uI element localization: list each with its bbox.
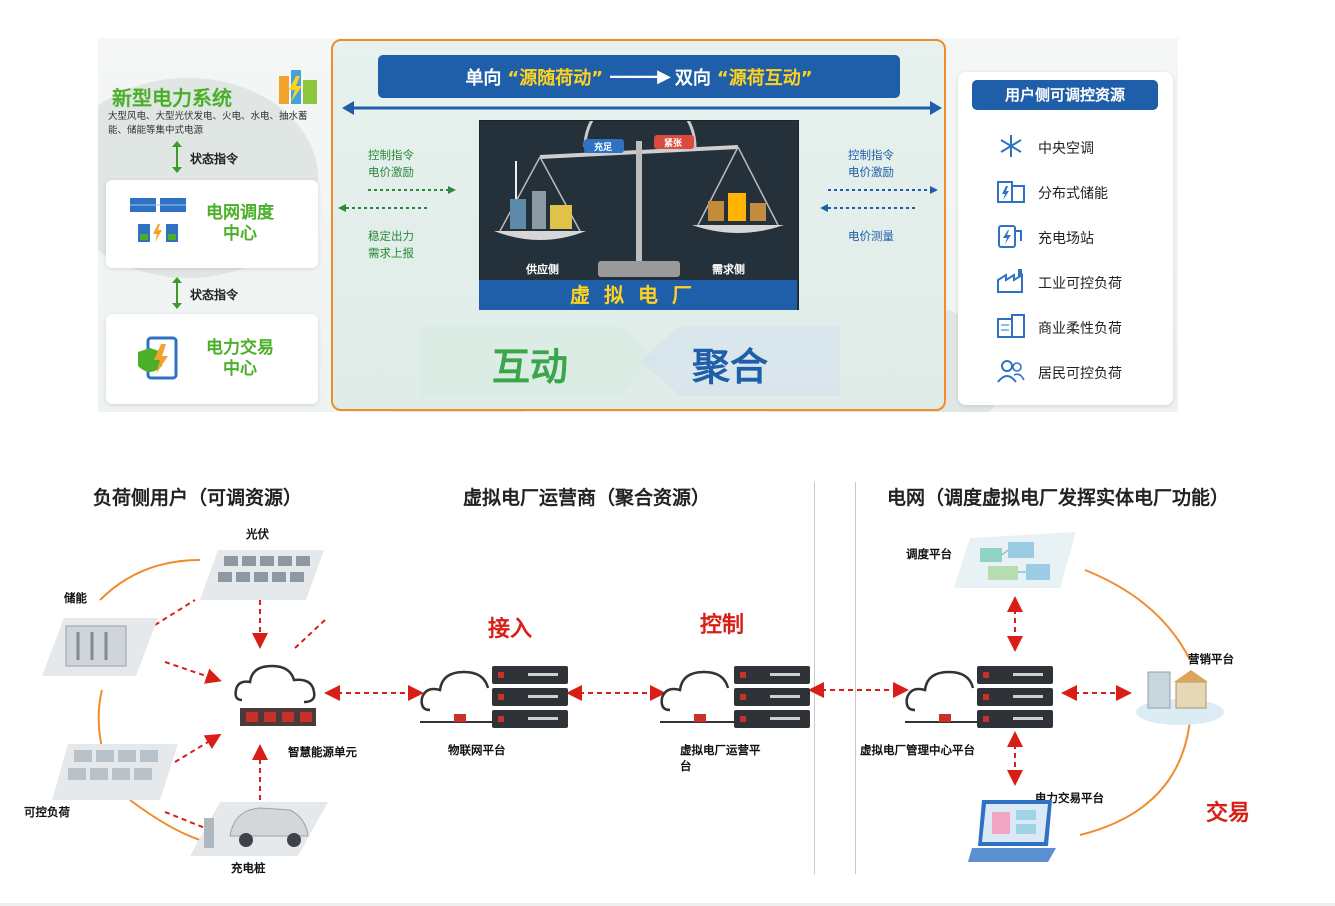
power-plant-icon	[279, 70, 317, 104]
state-cmd-arrow-1	[172, 141, 182, 173]
load-side-section-title: 负荷侧用户（可调资源）	[93, 487, 303, 509]
mode-banner: 单向 “源随荷动” ———▶ 双向 “源荷互动”	[378, 55, 900, 98]
banner-to-prefix: 双向	[674, 67, 711, 89]
vpp-management-label: 虚拟电厂管理中心平台	[860, 743, 975, 757]
resource-item-label: 工业可控负荷	[1038, 276, 1122, 292]
supply-side-label: 供应侧	[526, 263, 559, 276]
shield-bolt-icon	[138, 336, 178, 380]
bottom-border	[0, 903, 1335, 906]
interaction-chevrons	[420, 326, 840, 396]
grid-section-title: 电网（调度虚拟电厂发挥实体电厂功能）	[887, 487, 1230, 509]
section-divider-1	[814, 482, 815, 874]
smart-unit-label: 智慧能源单元	[288, 745, 357, 759]
demand-side-label: 需求侧	[712, 263, 745, 276]
battery-storage-icon	[997, 181, 1025, 203]
iot-platform-server-icon	[420, 666, 568, 728]
banner-from-prefix: 单向	[465, 67, 502, 89]
state-cmd-label-1: 状态指令	[190, 152, 239, 166]
solar-array-icon	[200, 550, 324, 600]
storage-label: 储能	[64, 591, 87, 605]
smart-energy-unit-icon	[234, 664, 316, 726]
left-flow-top-label: 控制指令 电价激励	[368, 148, 414, 179]
right-flow-arrows	[820, 186, 938, 212]
trading-platform-laptop-icon	[968, 800, 1056, 862]
new-power-system-description: 大型风电、大型光伏发电、火电、水电、抽水蓄能、储能等集中式电源	[108, 111, 308, 136]
trading-center-label: 电力交易 中心	[206, 338, 274, 379]
dispatch-center-label: 电网调度 中心	[206, 203, 274, 244]
resource-item-label: 分布式储能	[1038, 186, 1108, 202]
balance-scale-illustration: 充足 紧张 供应侧 需求侧	[479, 120, 799, 310]
controllable-load-label: 可控负荷	[24, 805, 70, 819]
banner-to-highlight: “源荷互动”	[716, 67, 813, 89]
banner-arrow-icon: ———▶	[609, 66, 671, 87]
state-cmd-arrow-2	[172, 277, 182, 309]
iot-platform-label: 物联网平台	[448, 743, 506, 757]
user-resources-panel	[958, 72, 1173, 405]
energy-storage-icon	[42, 618, 158, 676]
charging-pile-label: 充电桩	[231, 861, 266, 875]
factory-icon	[997, 269, 1023, 293]
dispatch-platform-label: 调度平台	[906, 547, 952, 561]
state-cmd-label-2: 状态指令	[190, 288, 239, 302]
vpp-operation-server-icon	[660, 666, 810, 728]
interact-word: 互动	[492, 344, 569, 389]
balance-right-label: 紧张	[664, 139, 683, 149]
resource-item-label: 居民可控负荷	[1038, 366, 1122, 382]
new-power-system-title: 新型电力系统	[112, 86, 232, 110]
controllable-load-icon	[52, 744, 178, 800]
dispatch-platform-icon	[954, 532, 1076, 588]
horizontal-double-arrow	[342, 101, 942, 115]
section-divider-2	[855, 482, 856, 874]
right-flow-top-label: 控制指令 电价激励	[848, 148, 894, 179]
charging-station-icon	[998, 225, 1022, 248]
solar-panel-battery-icon	[130, 198, 186, 242]
user-resources-title: 用户侧可调控资源	[972, 80, 1158, 110]
resource-item-label: 商业柔性负荷	[1038, 321, 1122, 337]
snowflake-icon	[1000, 135, 1022, 157]
ev-charging-icon	[190, 802, 328, 856]
building-icon	[997, 314, 1025, 338]
left-flow-bottom-label: 稳定出力 需求上报	[368, 229, 414, 260]
control-stage-label: 控制	[700, 613, 745, 638]
virtual-power-plant-label: 虚拟电厂	[479, 280, 797, 310]
access-stage-label: 接入	[488, 617, 533, 642]
balance-scale-icon	[494, 121, 784, 277]
balance-left-label: 充足	[594, 143, 613, 153]
marketing-platform-label: 营销平台	[1188, 652, 1234, 666]
marketing-platform-icon	[1136, 670, 1224, 725]
people-icon	[997, 360, 1025, 383]
vpp-management-server-icon	[905, 666, 1053, 728]
right-flow-bottom-label: 电价测量	[848, 229, 894, 243]
operator-section-title: 虚拟电厂运营商（聚合资源）	[463, 487, 711, 509]
banner-from-highlight: “源随荷动”	[507, 67, 604, 89]
trading-platform-label: 电力交易平台	[1035, 791, 1104, 805]
aggregate-word: 聚合	[692, 344, 769, 389]
resource-item-label: 充电场站	[1038, 231, 1094, 247]
vpp-operation-label: 虚拟电厂运营平 台	[680, 743, 761, 773]
trade-stage-label: 交易	[1206, 801, 1251, 826]
resource-item-label: 中央空调	[1038, 141, 1094, 157]
pv-label: 光伏	[246, 527, 269, 541]
left-flow-arrows	[338, 186, 456, 212]
